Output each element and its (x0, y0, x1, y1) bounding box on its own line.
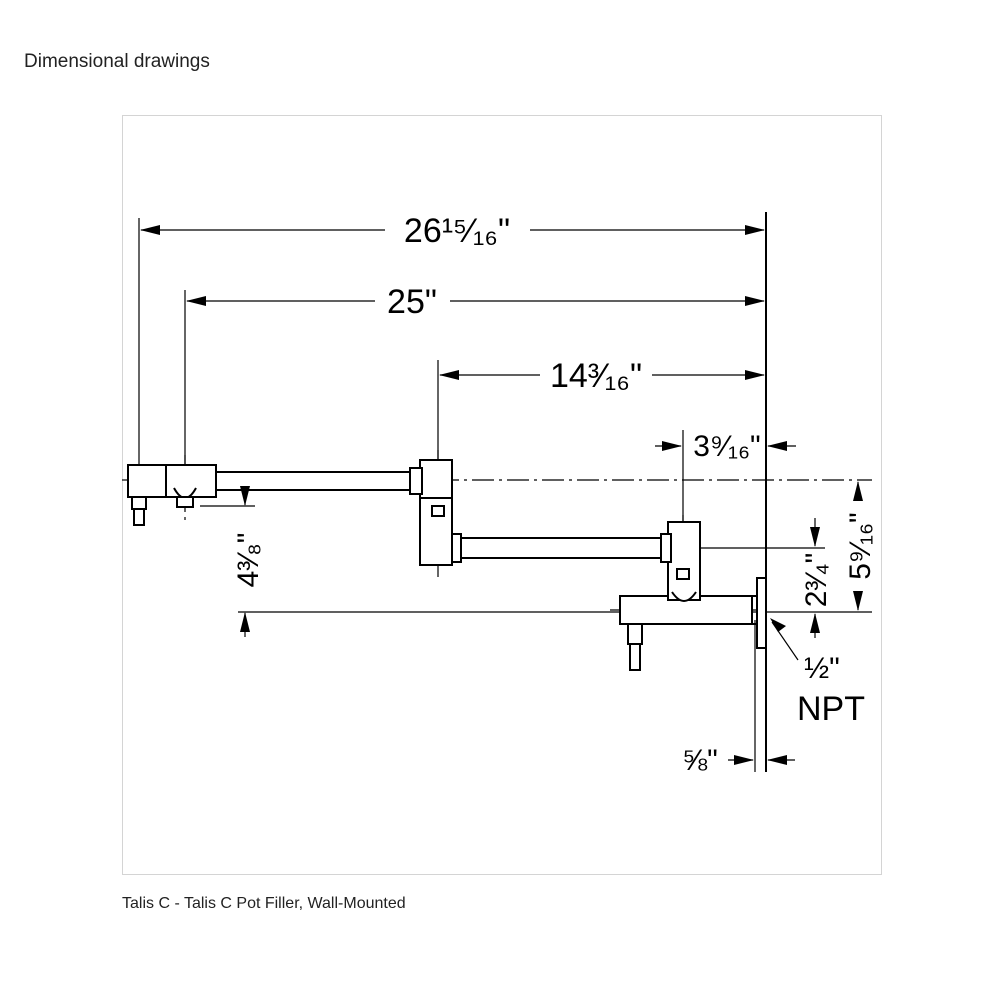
dim-overall-extended: 26¹⁵⁄₁₆" (404, 212, 510, 250)
dim-connection-size: ½" (804, 652, 840, 685)
dimension-lines (140, 225, 863, 765)
dim-total-height: 5⁹⁄₁₆" (844, 512, 877, 579)
dim-joint-reach: 14³⁄₁₆" (550, 357, 642, 395)
dim-outer-drop: 4³⁄₈" (232, 533, 265, 588)
dim-wall-offset: 3⁹⁄₁₆" (693, 430, 760, 463)
dim-connection-type: NPT (797, 690, 865, 728)
pot-filler-outline (127, 459, 767, 671)
dim-flange-depth: ⅝" (682, 744, 718, 777)
figure-caption: Talis C - Talis C Pot Filler, Wall-Mount… (122, 895, 406, 912)
dim-mid-extended: 25" (387, 283, 437, 321)
page-heading: Dimensional drawings (24, 51, 210, 72)
dim-inner-drop: 2³⁄₄" (800, 553, 833, 608)
drawing-frame (122, 115, 882, 875)
